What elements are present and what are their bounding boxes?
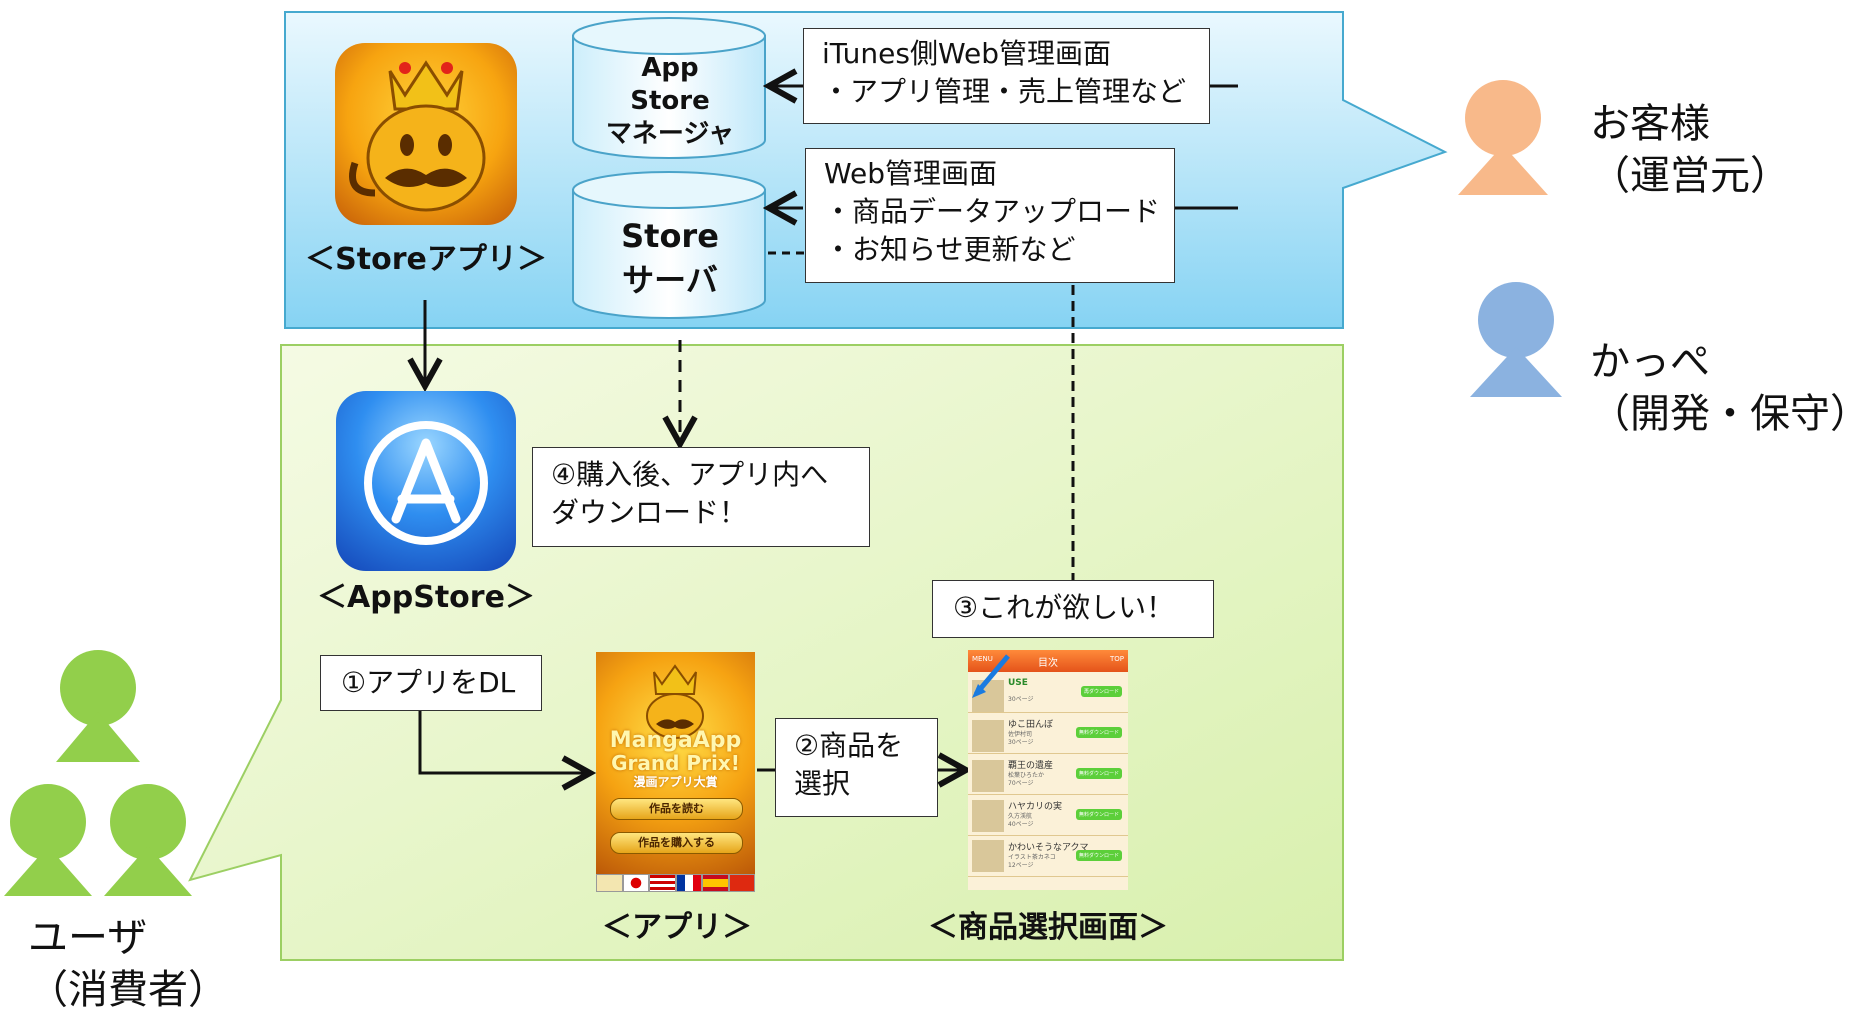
manga-app-screenshot: MangaApp Grand Prix! 漫画アプリ大賞 作品を読む 作品を購入… [596, 652, 755, 892]
step2-select-box: ②商品を 選択 [775, 718, 938, 817]
book-flag-icon[interactable] [596, 874, 623, 892]
list-item[interactable]: USE 30ページ 再ダウンロード [968, 674, 1128, 713]
download-button[interactable]: 無料ダウンロード [1075, 850, 1122, 861]
download-button[interactable]: 無料ダウンロード [1075, 768, 1122, 779]
list-item[interactable]: 覇王の遺産 松葉ひろたか 70ページ 無料ダウンロード [968, 754, 1128, 795]
header-title: 目次 [1038, 658, 1058, 669]
manga-app-logo: MangaApp Grand Prix! 漫画アプリ大賞 [609, 728, 742, 790]
user-legend-label: ユーザ （消費者） [28, 915, 228, 1013]
download-button[interactable]: 無料ダウンロード [1075, 809, 1122, 820]
step4-download-box: ④購入後、アプリ内へ ダウンロード！ [532, 447, 870, 547]
appstore-label: ＜AppStore＞ [317, 580, 535, 615]
step1-flow-arrow [418, 710, 590, 773]
download-button[interactable]: 無料ダウンロード [1075, 727, 1122, 738]
kappe-person-icon [1470, 282, 1562, 397]
top-button[interactable]: TOP [1109, 655, 1124, 663]
read-works-button[interactable]: 作品を読む [610, 798, 743, 820]
manga-app-mascot-icon [646, 664, 704, 739]
kappe-legend-label: かっぺ （開発・保守） [1590, 339, 1851, 437]
menu-button[interactable]: MENU [972, 655, 993, 663]
step3-wish-box: ③これが欲しい！ [932, 580, 1214, 638]
list-item[interactable]: ゆこ田んぼ 佐伊村司 30ページ 無料ダウンロード [968, 713, 1128, 754]
web-admin-box: Web管理画面 ・商品データアップロード ・お知らせ更新など [805, 148, 1175, 283]
list-item[interactable]: かわいそうなアクマ イラスト茶カネコ 12ページ 無料ダウンロード [968, 836, 1128, 877]
product-thumbnails [972, 654, 1010, 872]
store-server-label: Store サーバ [621, 217, 719, 299]
usa-flag-icon[interactable] [649, 874, 676, 892]
app-label: ＜アプリ＞ [602, 910, 752, 945]
spain-flag-icon[interactable] [702, 874, 729, 892]
itunes-admin-box: iTunes側Web管理画面 ・アプリ管理・売上管理など [803, 28, 1210, 124]
store-server-db [572, 171, 766, 319]
product-list: USE 30ページ 再ダウンロード ゆこ田んぼ 佐伊村司 30ページ 無料ダウン… [968, 674, 1128, 877]
user-person-icon [4, 650, 192, 896]
product-select-label: ＜商品選択画面＞ [928, 910, 1168, 945]
app-store-manager-label: App Store マネージャ [605, 53, 735, 149]
list-item[interactable]: ハヤカリの実 久方渓航 40ページ 無料ダウンロード [968, 795, 1128, 836]
step1-download-box: ①アプリをDL [320, 655, 542, 711]
client-person-icon [1458, 80, 1548, 195]
download-button[interactable]: 再ダウンロード [1080, 686, 1122, 697]
appstore-icon [336, 391, 516, 571]
language-flags [596, 874, 755, 892]
china-flag-icon[interactable] [728, 874, 755, 892]
product-select-screenshot: MENU 目次 TOP USE 30ページ 再ダウンロード ゆこ田んぼ 佐伊村司… [968, 650, 1128, 890]
store-app-label: ＜Storeアプリ＞ [305, 242, 547, 277]
client-legend-label: お客様 （運営元） [1590, 101, 1790, 199]
buy-works-button[interactable]: 作品を購入する [610, 832, 743, 854]
product-screen-header: MENU 目次 TOP [968, 650, 1128, 672]
store-app-icon [335, 43, 517, 225]
france-flag-icon[interactable] [675, 874, 702, 892]
japan-flag-icon[interactable] [622, 874, 649, 892]
app-store-manager-db [572, 17, 766, 159]
